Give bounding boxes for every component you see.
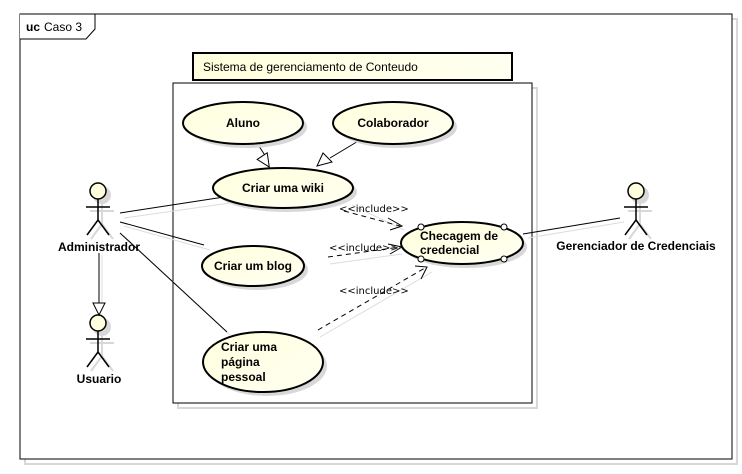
association-admin-pagina[interactable] [119,232,228,333]
use-case-colaborador[interactable]: Colaborador [332,101,457,148]
use-case-checagem-credencial[interactable]: Checagem de credencial [400,221,527,268]
use-case-label: Criar uma [221,340,277,354]
association-admin-blog[interactable] [119,221,205,246]
selection-handle[interactable] [417,255,425,263]
actor-label: Usuario [77,372,122,386]
frame-name: Caso 3 [44,20,82,34]
actor-gerenciador-de-credenciais[interactable]: Gerenciador de Credenciais [556,182,716,253]
use-case-label: Aluno [226,116,260,130]
selection-handle[interactable] [417,223,425,231]
include-label: <<include>> [329,243,399,254]
actor-usuario[interactable]: Usuario [77,314,122,386]
use-case-label: Checagem de [420,229,498,243]
use-case-label: credencial [420,243,479,257]
use-case-label: Criar um blog [214,259,292,273]
stick-figure-icon [86,314,110,368]
actor-label: Gerenciador de Credenciais [556,239,716,253]
use-case-aluno[interactable]: Aluno [182,101,307,148]
include-label: <<include>> [339,204,409,215]
use-case-label: página [221,355,260,369]
stick-figure-icon [86,182,110,236]
use-case-label: pessoal [221,370,266,384]
include-label: <<include>> [339,286,409,297]
stick-figure-icon [624,182,648,236]
use-case-label: Colaborador [357,116,429,130]
relations: <<include>> <<include>> <<include>> [92,139,625,338]
system-title-box: Sistema de gerenciamento de Conteudo [192,52,513,81]
use-case-criar-blog[interactable]: Criar um blog [201,245,308,290]
system-title: Sistema de gerenciamento de Conteudo [203,60,418,74]
selection-handle[interactable] [500,223,508,231]
include-wiki-checagem[interactable]: <<include>> [339,204,409,231]
association-admin-wiki[interactable] [119,196,225,214]
frame-kind: uc [26,20,40,34]
actor-label: Administrador [58,240,140,254]
include-pagina-checagem[interactable]: <<include>> [317,265,428,331]
actor-administrador[interactable]: Administrador [58,182,140,254]
selection-handle[interactable] [500,255,508,263]
use-case-criar-wiki[interactable]: Criar uma wiki [212,167,357,212]
use-case-criar-pagina-pessoal[interactable]: Criar uma página pessoal [202,331,327,396]
generalization-admin-usuario[interactable] [92,253,106,317]
association-checagem-gerenciador[interactable] [522,217,621,235]
use-case-label: Criar uma wiki [242,181,324,195]
frame-tab [20,13,96,40]
generalization-colaborador-wiki[interactable] [316,139,361,167]
